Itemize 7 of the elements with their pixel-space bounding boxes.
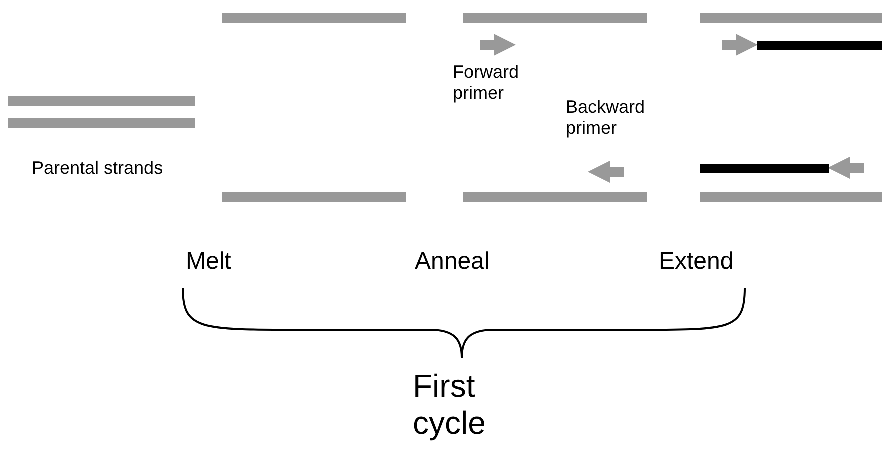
primer-label: Forward primer [453, 62, 520, 104]
step-label: Anneal [415, 248, 490, 276]
cycle-label: First cycle [413, 368, 487, 442]
primer-label: Backward primer [566, 97, 646, 138]
step-label: Extend [659, 248, 734, 276]
strand-label: Parental strands [32, 158, 164, 179]
step-label: Melt [186, 248, 232, 276]
